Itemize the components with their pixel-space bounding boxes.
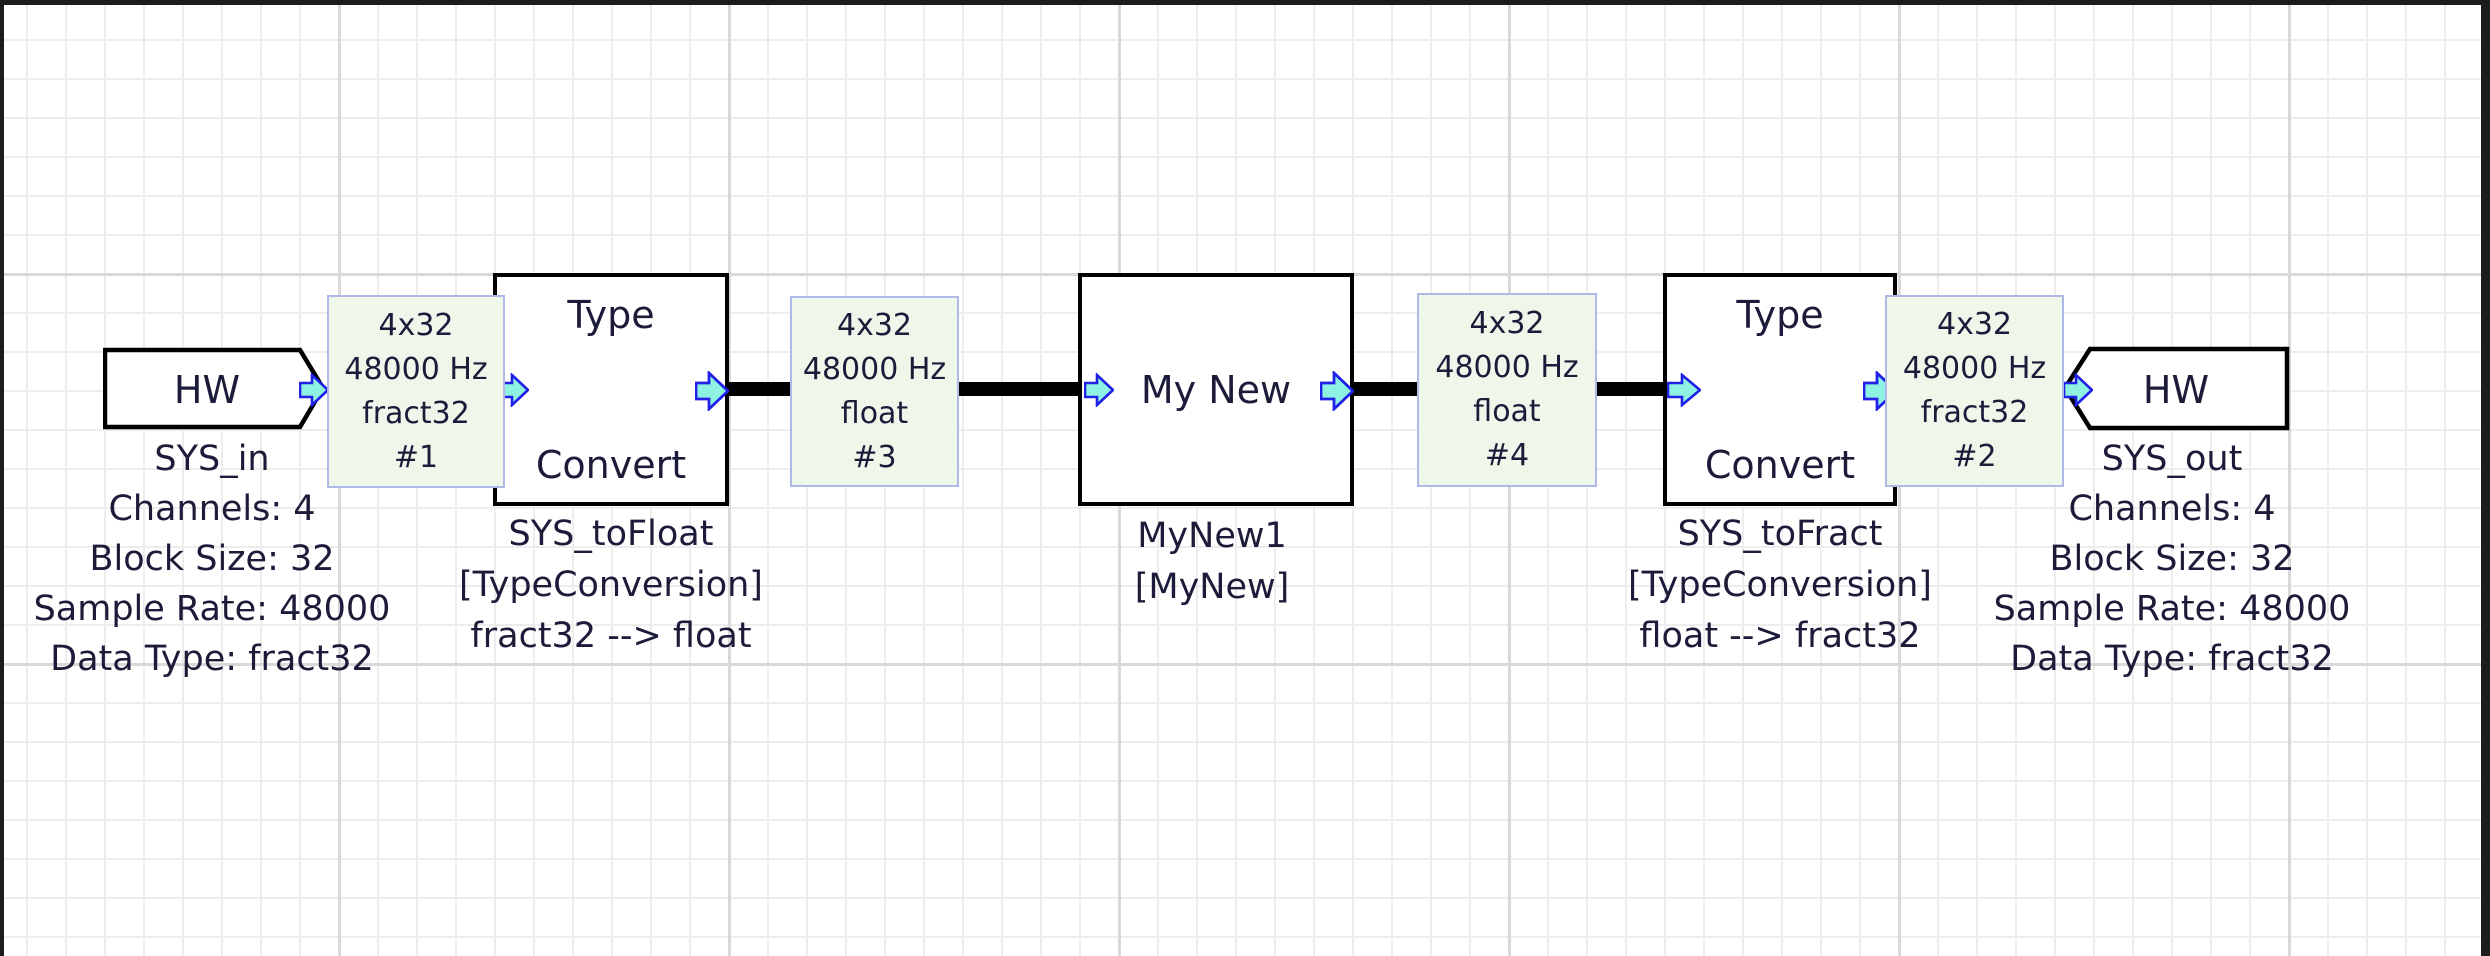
sys-to-float-caption: SYS_toFloat [TypeConversion] fract32 -->… bbox=[459, 509, 763, 662]
caption-line: Data Type: fract32 bbox=[2010, 639, 2334, 679]
caption-line: Block Size: 32 bbox=[2049, 539, 2295, 579]
sys-to-fract-input-port-icon[interactable] bbox=[1667, 373, 1701, 407]
hw-output-shape bbox=[2062, 346, 2290, 431]
annotation-line: 4x32 bbox=[378, 307, 454, 343]
caption-line: [TypeConversion] bbox=[1628, 565, 1932, 605]
caption-line: MyNew1 bbox=[1137, 516, 1287, 556]
annotation-line: #3 bbox=[852, 439, 897, 475]
sys-to-fract-caption: SYS_toFract [TypeConversion] float --> f… bbox=[1628, 509, 1932, 662]
wire-annotation-2[interactable]: 4x32 48000 Hz fract32 #2 bbox=[1885, 295, 2064, 487]
annotation-line: 4x32 bbox=[1469, 306, 1545, 341]
caption-line: Channels: 4 bbox=[108, 489, 316, 529]
wire-toFloat-to-ann3[interactable] bbox=[724, 382, 794, 396]
canvas-left-edge bbox=[0, 0, 4, 956]
hw-output-block[interactable] bbox=[2061, 345, 2291, 431]
annotation-line: 48000 Hz bbox=[1435, 350, 1579, 385]
annotation-line: 48000 Hz bbox=[1902, 351, 2047, 386]
my-new-caption: MyNew1 [MyNew] bbox=[1135, 511, 1290, 613]
hw-input-block[interactable] bbox=[103, 347, 327, 431]
caption-line: SYS_toFract bbox=[1677, 514, 1883, 554]
hw-input-title: HW bbox=[173, 368, 241, 412]
annotation-line: 4x32 bbox=[1936, 307, 2012, 342]
hw-input-shape bbox=[103, 347, 326, 430]
wire-annotation-3[interactable]: 4x32 48000 Hz float #3 bbox=[790, 296, 959, 487]
caption-line: [TypeConversion] bbox=[459, 565, 763, 605]
canvas-top-edge bbox=[0, 0, 2490, 5]
annotation-line: 48000 Hz bbox=[802, 351, 947, 387]
caption-line: Block Size: 32 bbox=[89, 539, 335, 579]
my-new-output-port-icon[interactable] bbox=[1320, 371, 1354, 411]
wire-annotation-4[interactable]: 4x32 48000 Hz float #4 bbox=[1417, 293, 1597, 487]
hw-output-input-port-icon[interactable] bbox=[2063, 373, 2093, 407]
wire-ann4-to-toFract[interactable] bbox=[1592, 382, 1668, 396]
my-new-input-port-icon[interactable] bbox=[1084, 373, 1114, 407]
canvas-right-edge bbox=[2481, 0, 2490, 956]
annotation-line: #4 bbox=[1484, 438, 1530, 473]
caption-line: Data Type: fract32 bbox=[50, 639, 374, 679]
caption-line: float --> fract32 bbox=[1639, 616, 1921, 656]
caption-line: Channels: 4 bbox=[2068, 489, 2276, 529]
annotation-line: #1 bbox=[393, 439, 439, 475]
hw-output-title: HW bbox=[2142, 368, 2210, 412]
caption-line: Sample Rate: 48000 bbox=[1993, 589, 2351, 629]
hw-input-output-port-icon[interactable] bbox=[299, 373, 329, 407]
wire-annotation-1[interactable]: 4x32 48000 Hz fract32 #1 bbox=[327, 295, 505, 488]
caption-line: SYS_toFloat bbox=[508, 514, 714, 554]
my-new-title: My New bbox=[1140, 367, 1292, 412]
annotation-line: float bbox=[1473, 394, 1541, 429]
hw-input-caption: SYS_in Channels: 4 Block Size: 32 Sample… bbox=[34, 434, 391, 684]
annotation-line: float bbox=[840, 395, 909, 431]
caption-line: SYS_in bbox=[154, 439, 270, 479]
annotation-line: fract32 bbox=[1920, 395, 2029, 430]
sys-to-fract-title-line2: Convert bbox=[1704, 442, 1856, 487]
annotation-line: #2 bbox=[1952, 439, 1997, 474]
hw-output-caption: SYS_out Channels: 4 Block Size: 32 Sampl… bbox=[1994, 434, 2351, 684]
my-new-block[interactable]: My New bbox=[1078, 273, 1354, 506]
sys-to-float-title-line1: Type bbox=[567, 292, 655, 337]
caption-line: SYS_out bbox=[2101, 439, 2243, 479]
annotation-line: 48000 Hz bbox=[344, 351, 488, 387]
annotation-line: fract32 bbox=[362, 395, 470, 431]
annotation-line: 4x32 bbox=[836, 307, 912, 343]
wire-ann3-to-mynew[interactable] bbox=[954, 382, 1082, 396]
sys-to-float-output-port-icon[interactable] bbox=[695, 371, 729, 411]
wire-mynew-to-ann4[interactable] bbox=[1348, 382, 1422, 396]
caption-line: [MyNew] bbox=[1134, 567, 1290, 607]
sys-to-float-title-line2: Convert bbox=[535, 442, 687, 487]
sys-to-float-block[interactable]: Type Convert bbox=[493, 273, 729, 506]
sys-to-fract-title-line1: Type bbox=[1736, 292, 1824, 337]
caption-line: fract32 --> float bbox=[470, 616, 752, 656]
caption-line: Sample Rate: 48000 bbox=[33, 589, 391, 629]
